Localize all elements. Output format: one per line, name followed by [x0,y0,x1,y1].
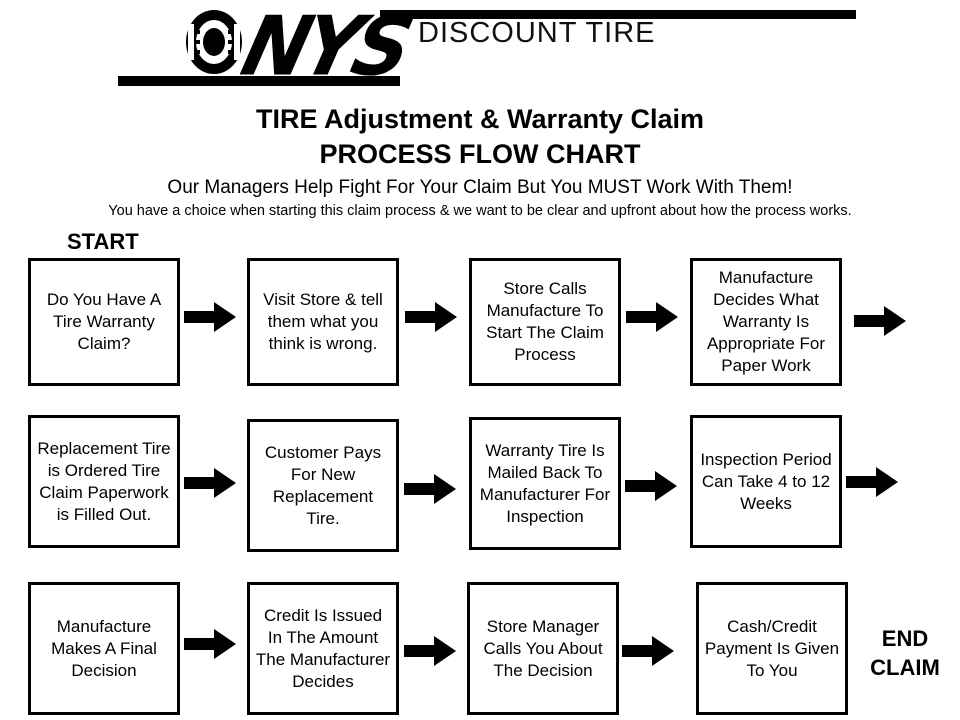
page-subtitle: PROCESS FLOW CHART [319,139,641,169]
arrow-right-icon [854,306,906,336]
end-label-line1: END [881,626,929,651]
brand-mark: NYS [233,0,417,95]
arrow-right-icon [626,302,678,332]
step-box-credit-issued: Credit Is Issued In The Amount The Manuf… [247,582,399,715]
logo-text: DISCOUNT TIRE [418,17,656,49]
arrow-right-icon [184,468,236,498]
start-label: START [67,229,139,254]
tire-icon [186,10,242,74]
arrow-right-icon [625,471,677,501]
arrow-right-icon [405,302,457,332]
arrow-right-icon [404,474,456,504]
step-box-store-calls: Store Calls Manufacture To Start The Cla… [469,258,621,386]
step-box-inspection-period: Inspection Period Can Take 4 to 12 Weeks [690,415,842,548]
step-box-manufacture-decides-warranty: Manufacture Decides What Warranty Is App… [690,258,842,386]
tagline: Our Managers Help Fight For Your Claim B… [167,177,793,198]
logo-graphic [118,10,856,86]
step-box-tire-mailed-back: Warranty Tire Is Mailed Back To Manufact… [469,417,621,550]
disclaimer: You have a choice when starting this cla… [108,203,852,219]
step-box-final-decision: Manufacture Makes A Final Decision [28,582,180,715]
step-box-customer-pays: Customer Pays For New Replacement Tire. [247,419,399,552]
step-box-warranty-claim: Do You Have A Tire Warranty Claim? [28,258,180,386]
step-box-visit-store: Visit Store & tell them what you think i… [247,258,399,386]
arrow-right-icon [184,629,236,659]
end-label-line2: CLAIM [870,655,940,680]
arrow-right-icon [404,636,456,666]
arrow-right-icon [184,302,236,332]
arrow-right-icon [622,636,674,666]
end-label: END CLAIM [862,624,948,682]
arrow-right-icon [846,467,898,497]
step-box-manager-calls: Store Manager Calls You About The Decisi… [467,582,619,715]
page-title: TIRE Adjustment & Warranty Claim [255,104,705,134]
logo: NYS DISCOUNT TIRE [0,0,960,100]
step-box-payment-given: Cash/Credit Payment Is Given To You [696,582,848,715]
step-box-replacement-ordered: Replacement Tire is Ordered Tire Claim P… [28,415,180,548]
